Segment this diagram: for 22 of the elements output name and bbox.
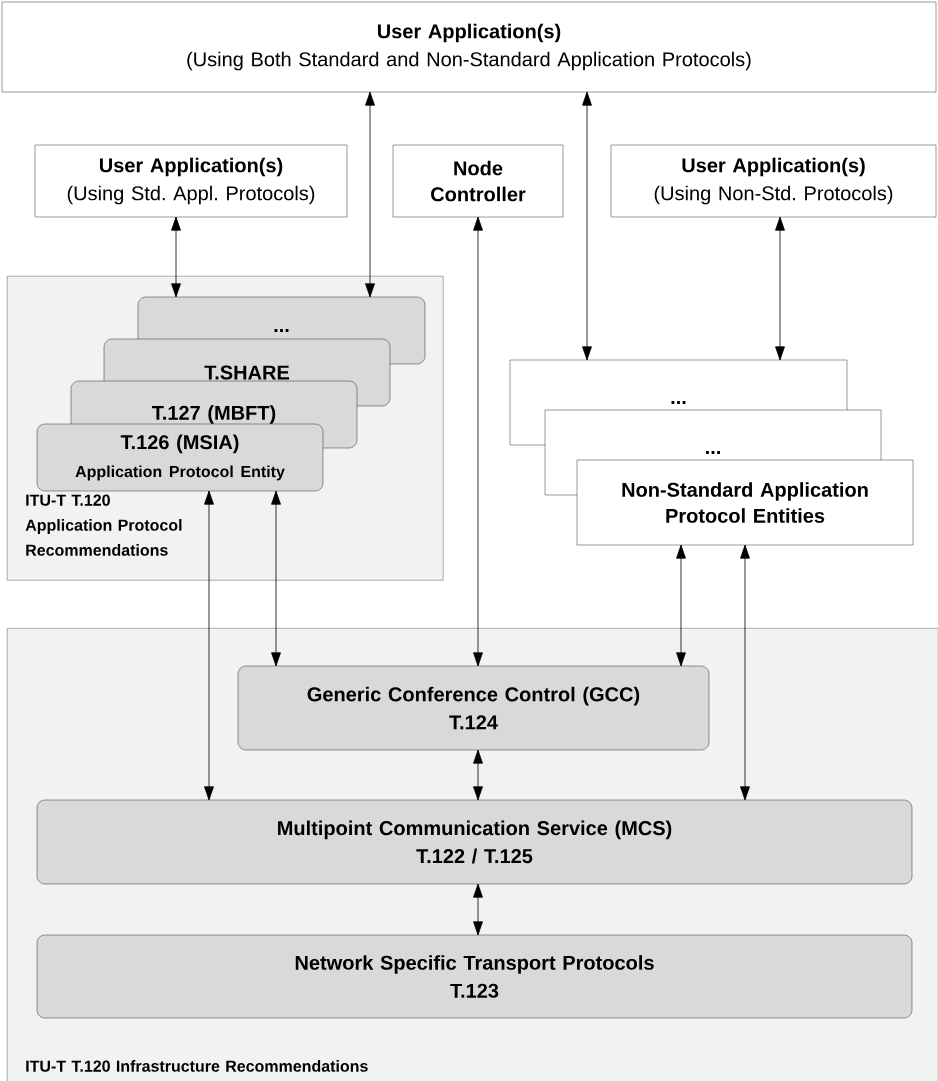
panel-label: ITU-T T.120 Application Protocol Recommendations — [25, 494, 182, 556]
protocol-box: Network Specific Transport Protocols T.123 — [36, 934, 913, 1019]
arrow — [740, 544, 750, 801]
arrow — [473, 216, 483, 667]
application-box: User Application(s) (Using Both Standard and Non-Standard Application Protocols) — [1, 1, 937, 93]
controller-box: Node Controller — [392, 144, 564, 218]
panel-label: ITU-T T.120 Infrastructure Recommendations — [26, 1060, 368, 1072]
application-box: User Application(s) (Using Non-Std. Protocols) — [610, 144, 937, 218]
protocol-box: Multipoint Communication Service (MCS) T.122 / T.125 — [36, 799, 913, 885]
arrow — [365, 91, 375, 298]
arrow — [775, 216, 785, 361]
protocol-box: Non-Standard Application Protocol Entities — [576, 459, 914, 546]
arrow — [582, 91, 592, 361]
arrow — [171, 216, 181, 298]
arrow — [204, 490, 214, 801]
arrow — [271, 490, 281, 667]
application-box: User Application(s) (Using Std. Appl. Protocols) — [34, 144, 348, 218]
arrow — [676, 544, 686, 667]
arrow — [473, 883, 483, 936]
protocol-box: T.126 (MSIA) Application Protocol Entity — [36, 423, 324, 492]
arrow — [473, 749, 483, 801]
protocol-box: Generic Conference Control (GCC) T.124 — [237, 665, 710, 751]
